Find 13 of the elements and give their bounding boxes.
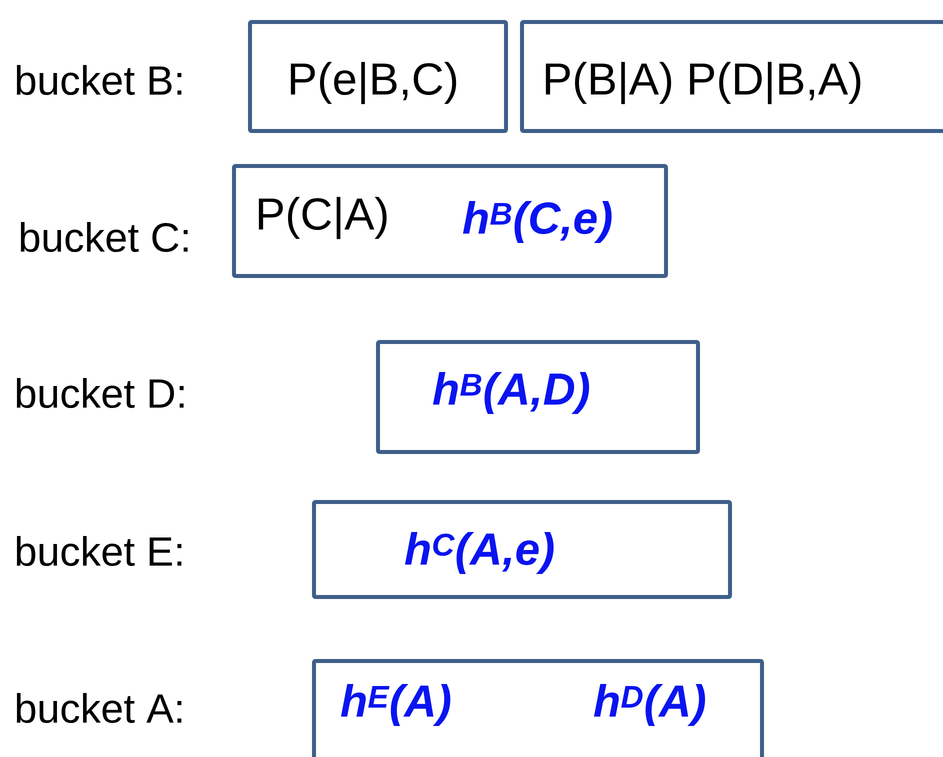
probability-text: P(B|A) P(D|B,A) bbox=[546, 62, 860, 104]
bucket-label: bucket E: bbox=[16, 536, 182, 566]
bucket-label: bucket D: bbox=[16, 378, 184, 408]
probability-text: P(C|A) bbox=[258, 196, 387, 240]
formula-text: h$^{E}$(A) bbox=[340, 684, 450, 726]
formula-text: h$^{B}$(A,D) bbox=[432, 372, 590, 414]
bucket-label: bucket B: bbox=[16, 64, 182, 96]
formula-text: h$^{D}$(A) bbox=[594, 684, 706, 726]
formula-text: h$^{C}$(A,e) bbox=[404, 532, 554, 574]
bucket-label: bucket C: bbox=[20, 222, 188, 252]
probability-text: P(e|B,C) bbox=[290, 62, 456, 104]
bucket-label: bucket A: bbox=[16, 692, 182, 724]
formula-text: h$^{B}$(C,e) bbox=[462, 201, 612, 243]
